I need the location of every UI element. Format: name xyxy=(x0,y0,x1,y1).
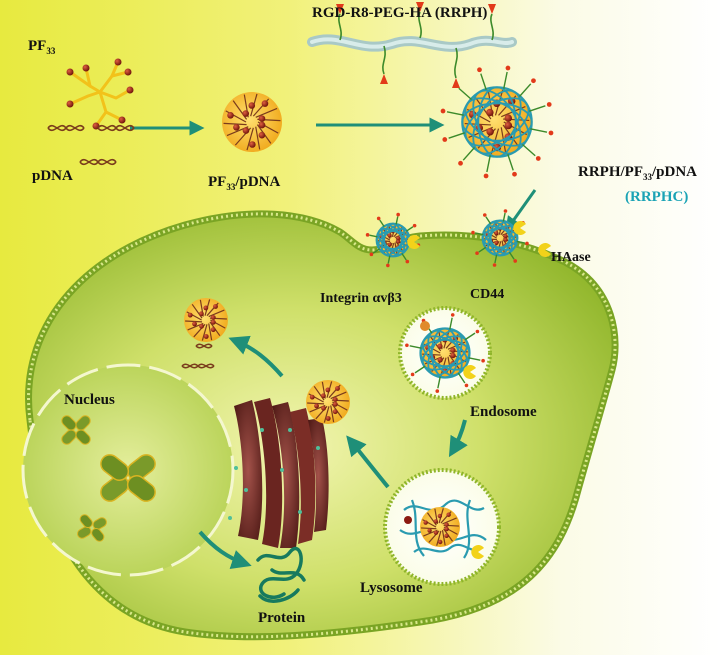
haase-enzyme-icon xyxy=(513,221,526,235)
arrow-lyso-to-release xyxy=(346,435,390,489)
golgi-apparatus-icon xyxy=(228,398,329,548)
label-nucleus: Nucleus xyxy=(64,392,115,408)
label-haase: HAase xyxy=(551,250,591,265)
chromosome-icon xyxy=(61,415,91,445)
pf33-pdna-polyplex xyxy=(222,92,282,152)
released-polyplex xyxy=(306,380,350,424)
receptor-fragment xyxy=(404,516,412,524)
receptor-fragment xyxy=(420,321,430,331)
label-pf33-pdna: PF33/pDNA xyxy=(208,174,281,192)
haase-enzyme-icon xyxy=(538,243,551,257)
label-protein: Protein xyxy=(258,610,306,626)
label-rrphc-formula: RRPH/PF33/pDNA xyxy=(578,164,697,182)
dna-helix-icon xyxy=(97,124,135,132)
nucleus xyxy=(21,363,235,577)
nanoparticle-layer xyxy=(184,65,554,559)
dna-helix-icon xyxy=(79,158,117,166)
cell-membrane-outer-dots xyxy=(27,212,617,639)
rrphc-bound-cd44 xyxy=(471,209,529,267)
label-rrphc: (RRPHC) xyxy=(625,189,688,205)
label-pf33: PF33 xyxy=(28,38,56,56)
polyplex-in-lysosome xyxy=(420,507,460,547)
arrow-release-to-cytosol xyxy=(228,335,284,378)
dna-helix-icon xyxy=(47,124,85,132)
chromosome-icon xyxy=(77,514,107,542)
branched-polymer-icon xyxy=(66,58,134,130)
haase-enzyme-icon xyxy=(407,235,420,250)
label-endosome: Endosome xyxy=(470,404,537,420)
dissociated-polyplex xyxy=(184,298,228,342)
arrow-to-cell xyxy=(505,189,537,232)
rrph-polymer-chain xyxy=(307,2,517,88)
haase-enzyme-icon xyxy=(463,365,476,379)
haase-enzyme-icon xyxy=(471,545,484,559)
arrow-nucleus-to-protein xyxy=(198,530,252,570)
released-cargo xyxy=(181,343,215,369)
rrphc-in-endosome xyxy=(405,313,485,393)
arrows xyxy=(130,117,537,570)
label-lysosome: Lysosome xyxy=(360,580,423,596)
rrphc-nanoparticle xyxy=(440,65,554,179)
arrow-endo-to-lyso xyxy=(448,419,468,458)
label-cd44: CD44 xyxy=(470,287,504,302)
protein-ribbon-icon xyxy=(256,546,306,603)
chromosome-icon xyxy=(100,454,156,502)
label-integrin: Integrin αvβ3 xyxy=(320,291,402,306)
label-rrph: RGD-R8-PEG-HA (RRPH) xyxy=(312,5,487,21)
label-pdna: pDNA xyxy=(32,168,73,184)
